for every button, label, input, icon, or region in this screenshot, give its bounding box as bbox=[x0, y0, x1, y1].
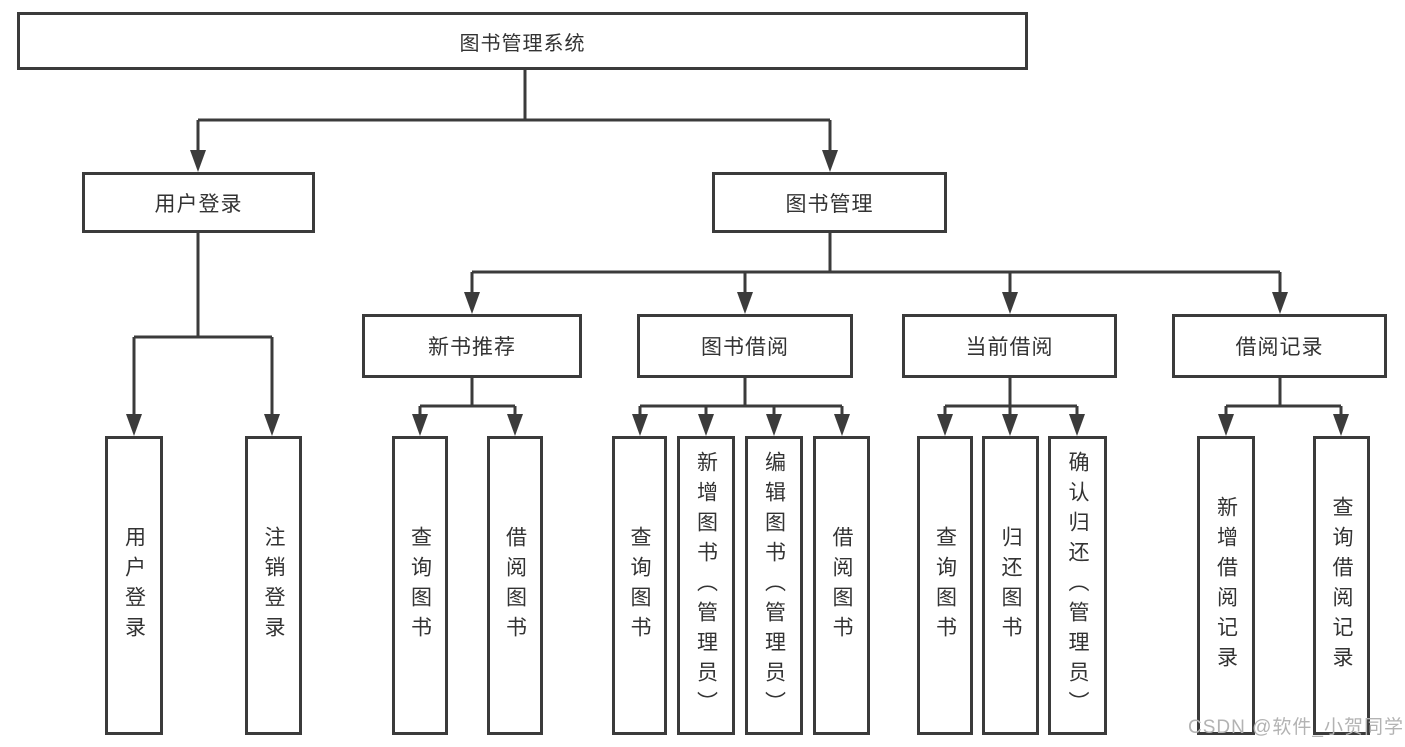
leaf-newrec-borrow-books-label: 借阅图书 bbox=[503, 525, 527, 646]
arrowhead-icon bbox=[264, 414, 280, 436]
node-book-borrow-label: 图书借阅 bbox=[701, 336, 789, 359]
leaf-borrow-edit-books-admin: 编辑图书（管理员） bbox=[745, 436, 803, 735]
arrowhead-icon bbox=[632, 414, 648, 436]
node-user-login-label: 用户登录 bbox=[154, 192, 243, 216]
leaf-user-login-label: 用户登录 bbox=[122, 525, 146, 646]
connector-new-book-rec-branch bbox=[412, 378, 523, 436]
leaf-current-confirm-return-admin: 确认归还（管理员） bbox=[1048, 436, 1107, 735]
leaf-current-confirm-return-admin-label: 确认归还（管理员） bbox=[1066, 450, 1089, 721]
connector-user-login-branch bbox=[126, 233, 280, 436]
arrowhead-icon bbox=[1002, 292, 1018, 314]
node-borrow-records-label: 借阅记录 bbox=[1235, 336, 1324, 359]
node-new-book-rec-label: 新书推荐 bbox=[428, 336, 516, 359]
leaf-current-query-books-label: 查询图书 bbox=[933, 525, 957, 646]
node-user-login: 用户登录 bbox=[82, 172, 315, 233]
leaf-newrec-query-books: 查询图书 bbox=[392, 436, 448, 735]
connector-root-to-level2 bbox=[190, 70, 838, 172]
node-book-mgmt-label: 图书管理 bbox=[785, 192, 874, 216]
arrowhead-icon bbox=[1333, 414, 1349, 436]
node-book-borrow: 图书借阅 bbox=[637, 314, 853, 378]
leaf-newrec-borrow-books: 借阅图书 bbox=[487, 436, 543, 735]
leaf-borrow-query-books-label: 查询图书 bbox=[628, 525, 651, 646]
node-current-borrow-label: 当前借阅 bbox=[965, 336, 1054, 359]
arrowhead-icon bbox=[464, 292, 480, 314]
arrowhead-icon bbox=[126, 414, 142, 436]
leaf-borrow-add-books-admin: 新增图书（管理员） bbox=[677, 436, 735, 735]
connector-current-borrow-branch bbox=[937, 378, 1085, 436]
connector-book-borrow-branch bbox=[632, 378, 850, 436]
arrowhead-icon bbox=[822, 150, 838, 172]
arrowhead-icon bbox=[1002, 414, 1018, 436]
leaf-user-login: 用户登录 bbox=[105, 436, 163, 735]
leaf-borrow-edit-books-admin-label: 编辑图书（管理员） bbox=[762, 450, 786, 721]
leaf-records-query-record-label: 查询借阅记录 bbox=[1330, 495, 1353, 676]
arrowhead-icon bbox=[412, 414, 428, 436]
leaf-current-return-books-label: 归还图书 bbox=[999, 525, 1022, 646]
leaf-current-query-books: 查询图书 bbox=[917, 436, 973, 735]
leaf-newrec-query-books-label: 查询图书 bbox=[408, 525, 432, 646]
leaf-borrow-borrow-books-label: 借阅图书 bbox=[830, 525, 853, 646]
leaf-records-query-record: 查询借阅记录 bbox=[1313, 436, 1370, 735]
leaf-borrow-query-books: 查询图书 bbox=[612, 436, 667, 735]
csdn-watermark: CSDN @软件_小贺同学 bbox=[1188, 717, 1404, 738]
node-current-borrow: 当前借阅 bbox=[902, 314, 1117, 378]
arrowhead-icon bbox=[1069, 414, 1085, 436]
node-borrow-records: 借阅记录 bbox=[1172, 314, 1387, 378]
node-root-label: 图书管理系统 bbox=[459, 32, 586, 55]
connector-borrow-records-branch bbox=[1218, 378, 1349, 436]
leaf-current-return-books: 归还图书 bbox=[982, 436, 1039, 735]
arrowhead-icon bbox=[834, 414, 850, 436]
node-new-book-rec: 新书推荐 bbox=[362, 314, 582, 378]
arrowhead-icon bbox=[190, 150, 206, 172]
leaf-records-add-record: 新增借阅记录 bbox=[1197, 436, 1255, 735]
connector-book-mgmt-branch bbox=[464, 233, 1288, 314]
leaf-records-add-record-label: 新增借阅记录 bbox=[1214, 495, 1238, 676]
node-root: 图书管理系统 bbox=[17, 12, 1028, 70]
leaf-logout-label: 注销登录 bbox=[262, 525, 285, 646]
arrowhead-icon bbox=[937, 414, 953, 436]
node-book-mgmt: 图书管理 bbox=[712, 172, 947, 233]
arrowhead-icon bbox=[698, 414, 714, 436]
leaf-borrow-borrow-books: 借阅图书 bbox=[813, 436, 870, 735]
arrowhead-icon bbox=[1272, 292, 1288, 314]
arrowhead-icon bbox=[507, 414, 523, 436]
arrowhead-icon bbox=[766, 414, 782, 436]
leaf-borrow-add-books-admin-label: 新增图书（管理员） bbox=[694, 450, 718, 721]
arrowhead-icon bbox=[737, 292, 753, 314]
arrowhead-icon bbox=[1218, 414, 1234, 436]
leaf-logout: 注销登录 bbox=[245, 436, 302, 735]
